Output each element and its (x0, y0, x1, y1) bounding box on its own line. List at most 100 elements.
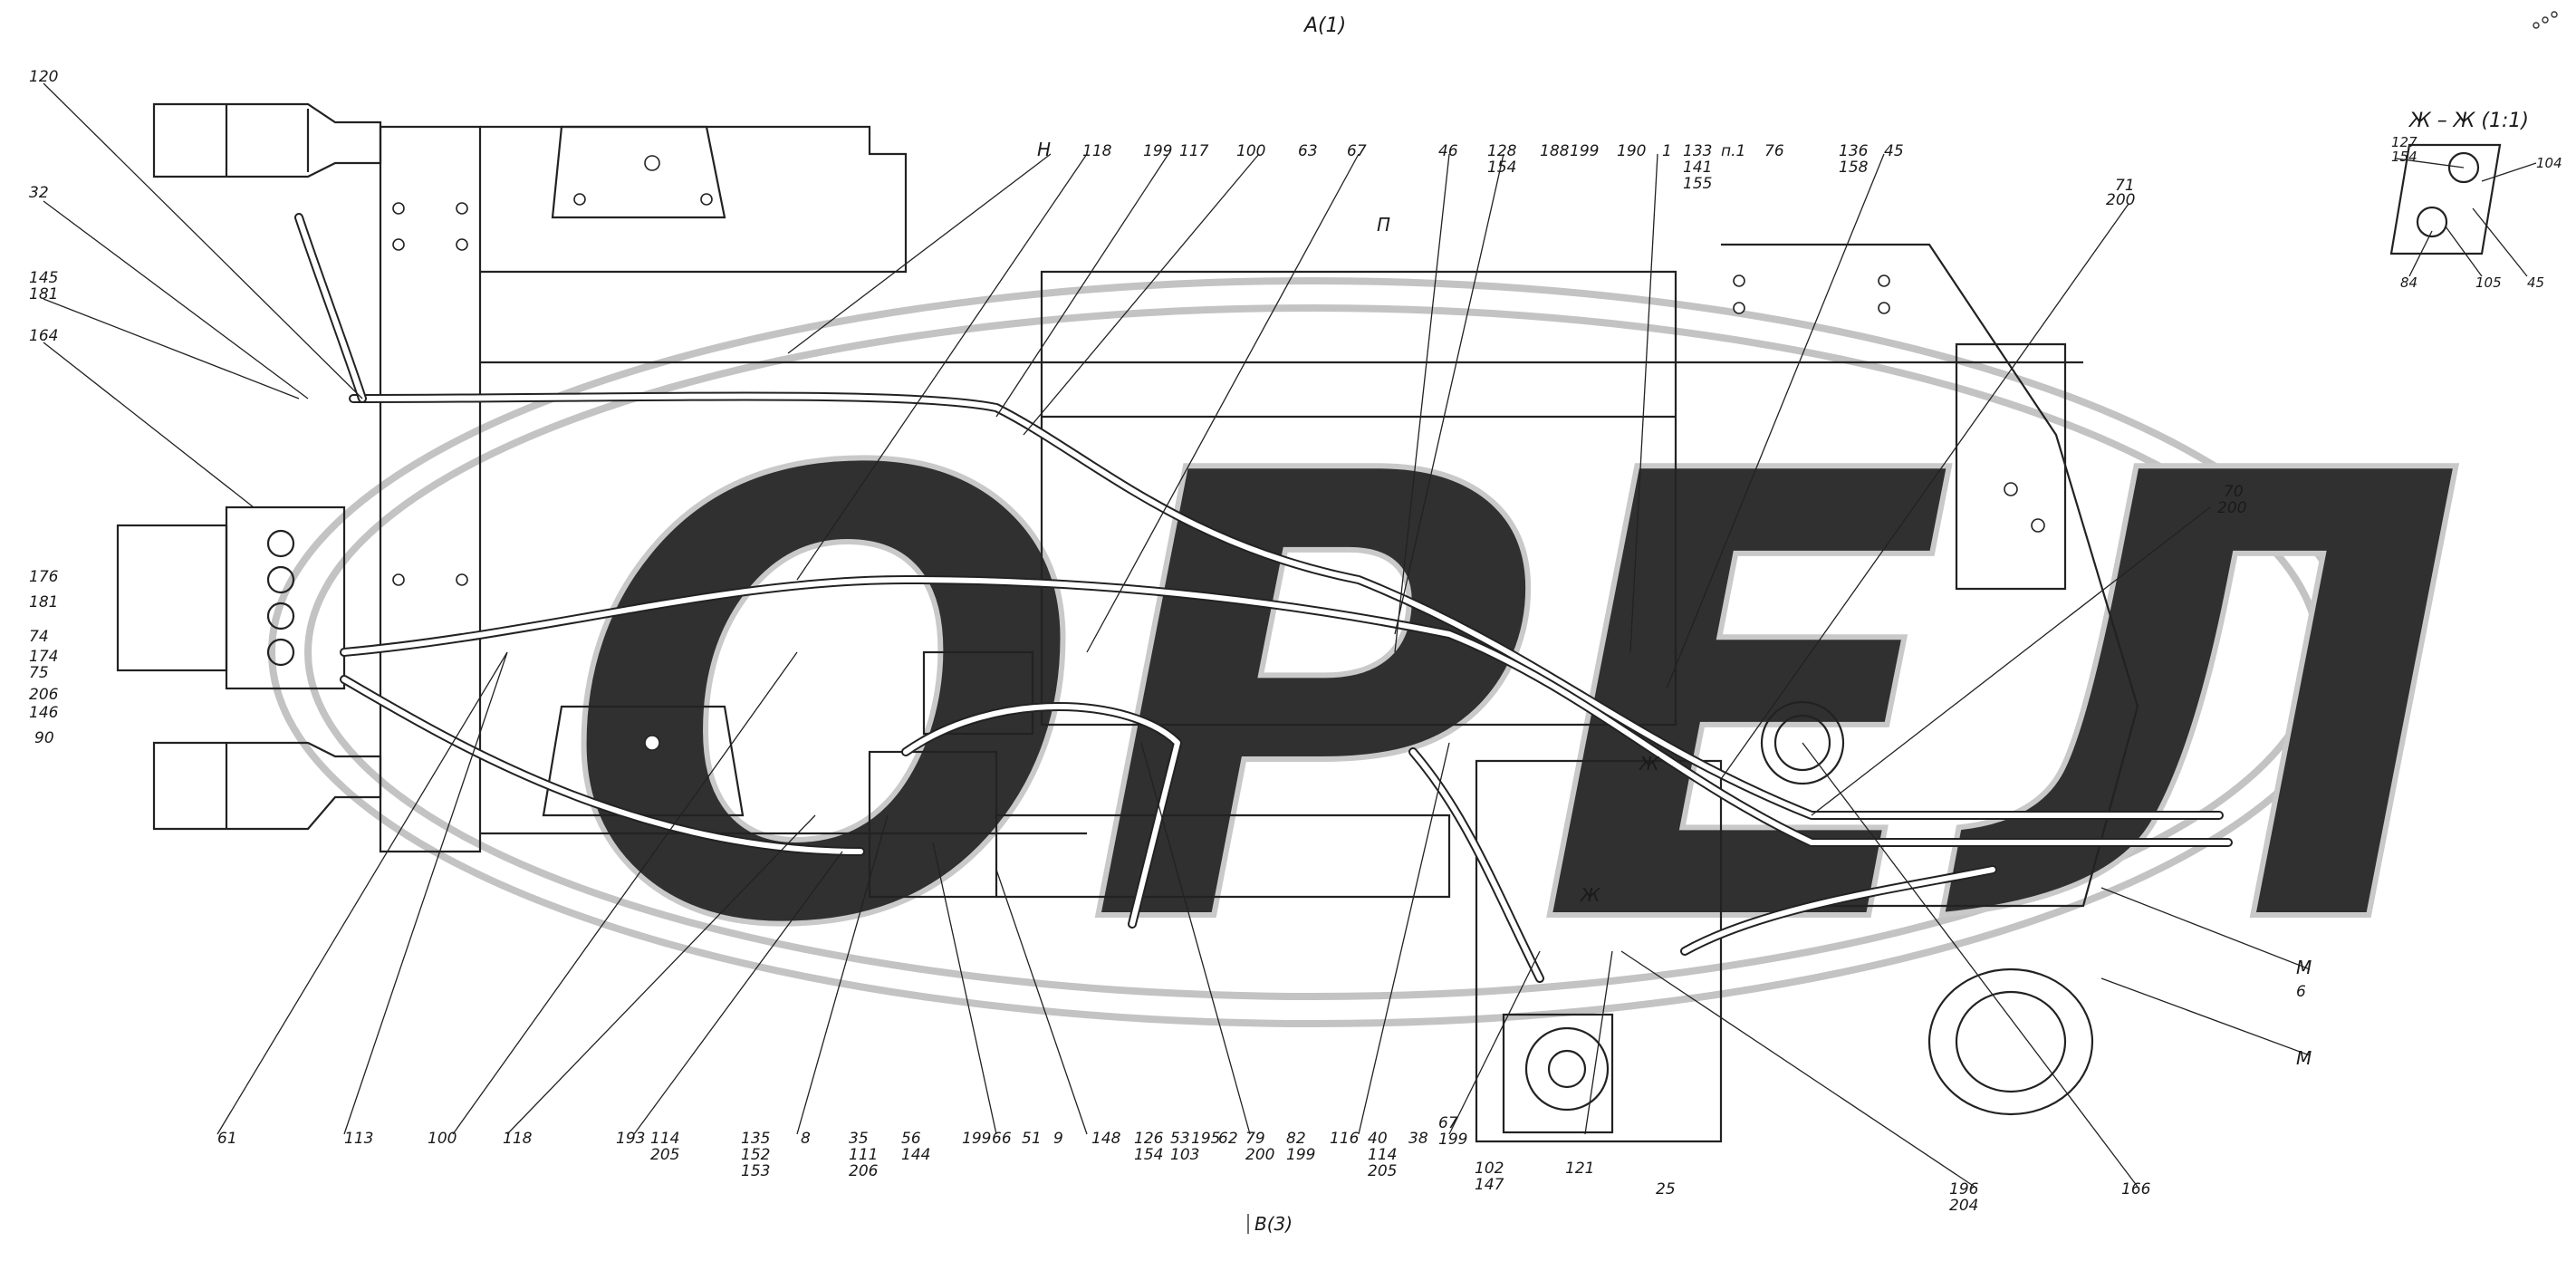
section-callouts: 127 154 104 84 105 45 (2391, 134, 2562, 291)
callout-sub: 152 (741, 1146, 770, 1164)
callout: 84 (2400, 274, 2417, 291)
callout: 67 (1347, 142, 1367, 160)
callout: 67 (1438, 1114, 1458, 1132)
leader-lines (43, 82, 2311, 1188)
callout-sub: 200 (2106, 191, 2135, 209)
callout-sub: 114 (1368, 1146, 1397, 1164)
view-label-p: П (1377, 214, 1390, 236)
callout: 118 (503, 1130, 533, 1148)
section-view (2389, 143, 2537, 277)
callout: 45 (1884, 142, 1904, 160)
callouts-left: 176 181 74 174 75 206 146 90 (29, 568, 59, 747)
callout: 104 (2536, 155, 2562, 171)
callouts-top: 120 32 145 181 164 118 199 117 100 63 67… (29, 68, 2246, 517)
callout: 66 (992, 1130, 1012, 1148)
callout-sub: 154 (2391, 149, 2417, 165)
view-labels: А(1) В(3) Ж – Ж (1:1) Ж Ж Н П М М (1037, 14, 2529, 1235)
section-mark-2: Ж (1579, 884, 1601, 906)
view-label-m2: М (2296, 1047, 2312, 1069)
callout: 35 (849, 1130, 869, 1148)
callout: 76 (1764, 142, 1784, 160)
callout: 90 (34, 729, 54, 747)
callout: 190 (1617, 142, 1646, 160)
callout: 206 (29, 686, 59, 704)
hydraulic-hoses (294, 213, 2233, 983)
callout-sub2: 153 (741, 1162, 770, 1180)
callout: 113 (344, 1130, 373, 1148)
callout: 45 (2527, 274, 2544, 291)
callout: 145 (29, 269, 58, 287)
callout: 148 (1091, 1130, 1121, 1148)
callout: 146 (29, 704, 59, 722)
callout: 8 (801, 1130, 811, 1148)
callout: 135 (741, 1130, 770, 1148)
callout-sub: 200 (1245, 1146, 1274, 1164)
callout: 100 (1236, 142, 1265, 160)
callout: 25 (1656, 1180, 1676, 1198)
callout: 82 (1286, 1130, 1306, 1148)
callout-sub2: 205 (1368, 1162, 1397, 1180)
callouts-right: 6 (2296, 983, 2306, 1001)
callout: 199 (1143, 142, 1172, 160)
callout: 116 (1330, 1130, 1360, 1148)
callout-sub: 204 (1949, 1197, 1978, 1215)
callout: 61 (217, 1130, 237, 1148)
callout: 53 (1170, 1130, 1190, 1148)
callout: 74 (29, 628, 49, 646)
callout: 75 (29, 664, 49, 682)
view-label-top: А(1) (1302, 14, 1346, 37)
callout: 63 (1298, 142, 1318, 160)
callout-sub2: 206 (849, 1162, 879, 1180)
callout: 118 (1082, 142, 1112, 160)
callout: 32 (29, 184, 49, 202)
callout-sub: 144 (901, 1146, 930, 1164)
callout-sub: 199 (1286, 1146, 1315, 1164)
callout-sub2: 155 (1683, 175, 1712, 193)
callout: 195 (1191, 1130, 1220, 1148)
callout: 51 (1022, 1130, 1042, 1148)
view-label-n: Н (1037, 139, 1051, 160)
callout: 121 (1565, 1160, 1594, 1178)
callout-sub: 200 (2217, 499, 2246, 517)
callout: 6 (2296, 983, 2306, 1001)
callout: 126 (1134, 1130, 1164, 1148)
callout: 166 (2121, 1180, 2151, 1198)
callout-sub: 103 (1170, 1146, 1199, 1164)
callout: 120 (29, 68, 58, 86)
callout: 56 (901, 1130, 921, 1148)
callout: 114 (650, 1130, 679, 1148)
callout-sub: 181 (29, 285, 58, 303)
callouts-bottom: 61 113 100 118 193 114 205 135 152 153 8… (217, 1114, 2151, 1215)
section-mark: Ж (1638, 753, 1660, 775)
callout: 1 (1662, 142, 1672, 160)
section-title: Ж – Ж (1:1) (2408, 110, 2529, 132)
watermark: ОРЕЛ (268, 277, 2472, 1064)
callout: 128 (1487, 142, 1517, 160)
callout: 199 (1570, 142, 1599, 160)
callout: 38 (1408, 1130, 1428, 1148)
callout: 193 (616, 1130, 645, 1148)
callout-sub: 205 (650, 1146, 679, 1164)
callout-sub: 199 (1438, 1131, 1467, 1149)
callout-sub: 154 (1134, 1146, 1163, 1164)
callout: 102 (1475, 1160, 1504, 1178)
callout: 181 (29, 593, 58, 611)
corner-mark-icon (2533, 11, 2558, 29)
callout: 100 (428, 1130, 457, 1148)
callout: 40 (1368, 1130, 1388, 1148)
callout: 127 (2391, 134, 2417, 150)
callout: 174 (29, 648, 58, 666)
callout: 71 (2115, 177, 2135, 195)
callout: 188 (1540, 142, 1570, 160)
callout: 136 (1839, 142, 1869, 160)
callout: 9 (1053, 1130, 1063, 1148)
callout: 196 (1949, 1180, 1979, 1198)
view-label-bottom: В(3) (1254, 1213, 1293, 1235)
callout: п.1 (1721, 142, 1745, 160)
view-label-m1: М (2296, 957, 2312, 978)
callout: 62 (1218, 1130, 1238, 1148)
callout: 70 (2224, 483, 2244, 501)
callout: 117 (1179, 142, 1209, 160)
callout-sub: 111 (849, 1146, 878, 1164)
